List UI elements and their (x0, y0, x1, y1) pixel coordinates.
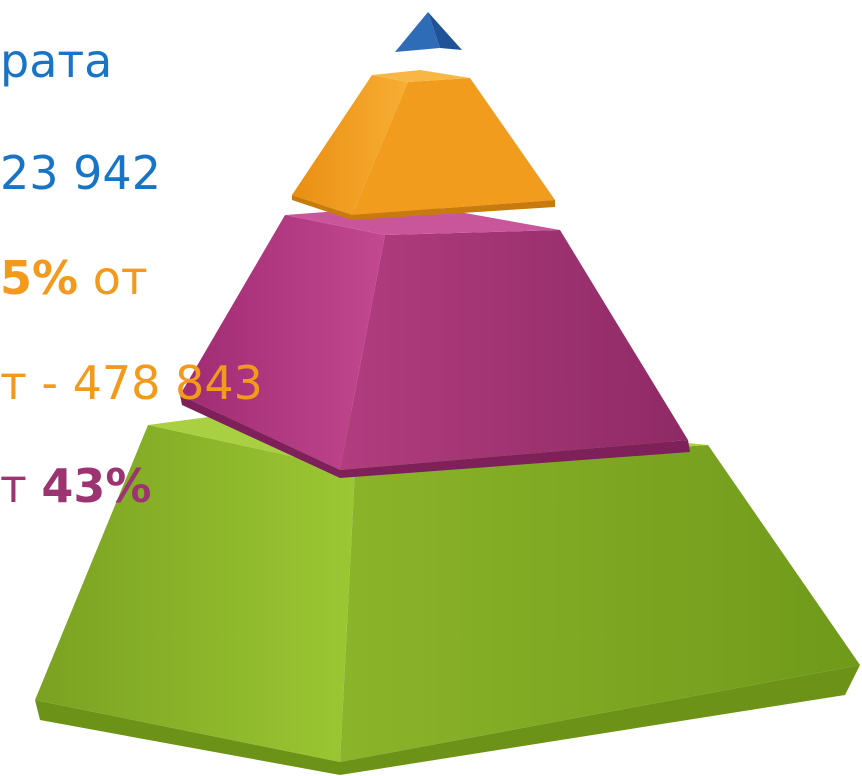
text-line-3: 5% от (0, 255, 148, 301)
text-line-5-prefix: т (0, 459, 42, 513)
text-line-3-percent: 5% (0, 251, 79, 305)
pyramid-tier-apex (395, 12, 462, 52)
text-line-4-content: т - 478 843 (0, 356, 263, 410)
text-line-3-rest: от (78, 251, 148, 305)
pyramid-tier-second (292, 70, 555, 220)
text-line-1: рата (0, 38, 112, 84)
text-line-5-percent: 43% (41, 459, 152, 513)
text-line-2-content: 23 942 (0, 146, 161, 200)
pyramid-tier-third (180, 205, 690, 478)
text-line-5: т 43% (0, 463, 152, 509)
text-line-2: 23 942 (0, 150, 161, 196)
text-line-4: т - 478 843 (0, 360, 263, 406)
text-line-1-content: рата (0, 34, 113, 88)
